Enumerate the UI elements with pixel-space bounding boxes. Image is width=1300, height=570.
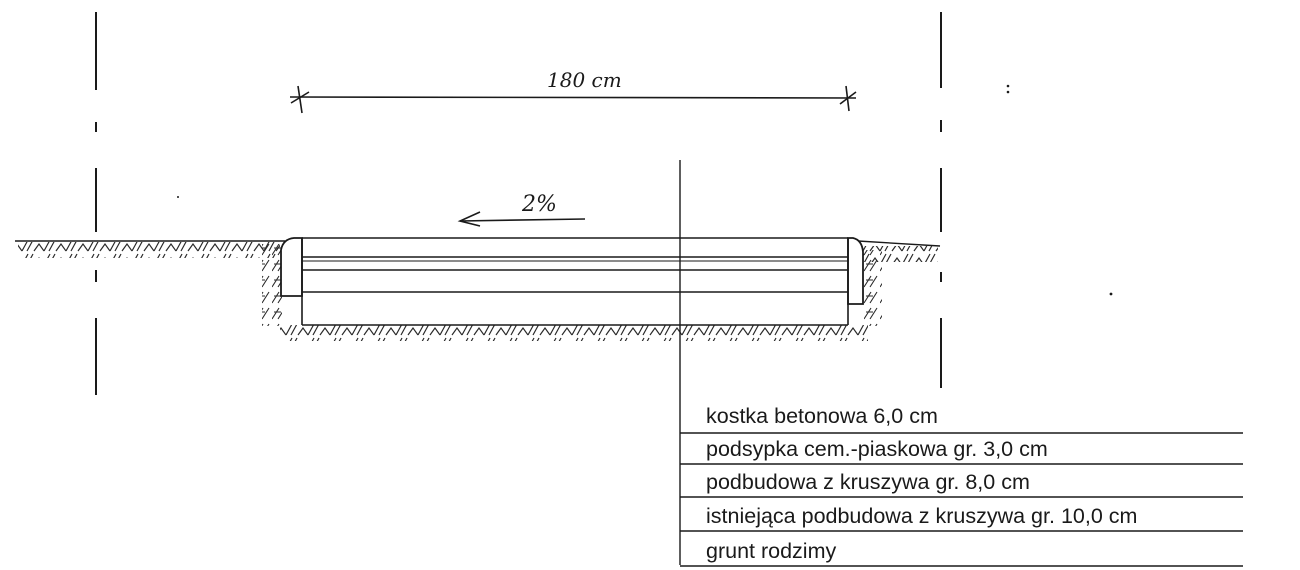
stray-marks — [177, 84, 1113, 296]
layer-label-paving: kostka betonowa 6,0 cm — [706, 404, 938, 428]
dimension-label: 180 cm — [547, 68, 622, 92]
legend-rules — [680, 432, 1243, 567]
ground-surface — [15, 240, 941, 262]
layer-label-bedding: podsypka cem.-piaskowa gr. 3,0 cm — [706, 437, 1048, 461]
slope-arrow — [457, 211, 586, 227]
layer-label-base: podbudowa z kruszywa gr. 8,0 cm — [706, 470, 1030, 494]
left-curb — [280, 237, 303, 297]
layer-label-existing-base: istniejąca podbudowa z kruszywa gr. 10,0… — [706, 504, 1138, 528]
excavation-soil — [262, 244, 882, 341]
layer-label-native-soil: grunt rodzimy — [706, 539, 837, 563]
pavement-layers — [301, 237, 849, 326]
slope-label: 2% — [521, 192, 557, 217]
right-curb — [847, 237, 864, 305]
dimension-line — [289, 85, 857, 114]
